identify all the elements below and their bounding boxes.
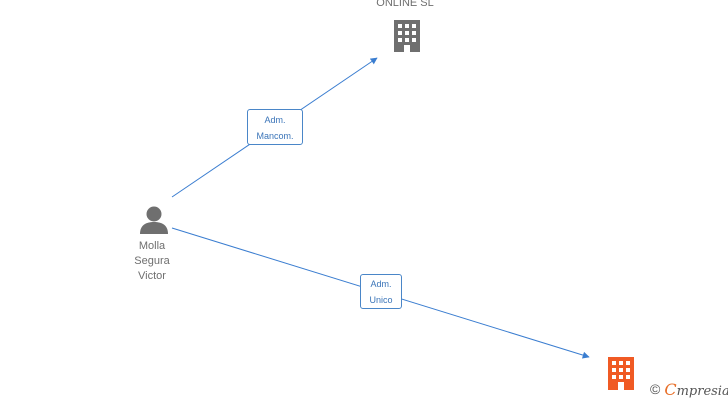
person-icon[interactable] xyxy=(139,205,169,235)
person-label[interactable]: Molla Segura Victor xyxy=(134,240,170,282)
edge-label-mancom: Adm. Mancom. xyxy=(247,109,303,145)
copyright-symbol: © xyxy=(650,381,661,397)
company-top-label[interactable]: ONLINE SL xyxy=(376,0,434,9)
edge-label-unico: Adm. Unico xyxy=(360,274,402,309)
brand-logo: Cmpresia xyxy=(664,379,728,399)
building-icon-highlight[interactable] xyxy=(605,356,637,390)
empresia-watermark: © Cmpresia xyxy=(650,378,728,400)
building-icon[interactable] xyxy=(391,19,423,53)
